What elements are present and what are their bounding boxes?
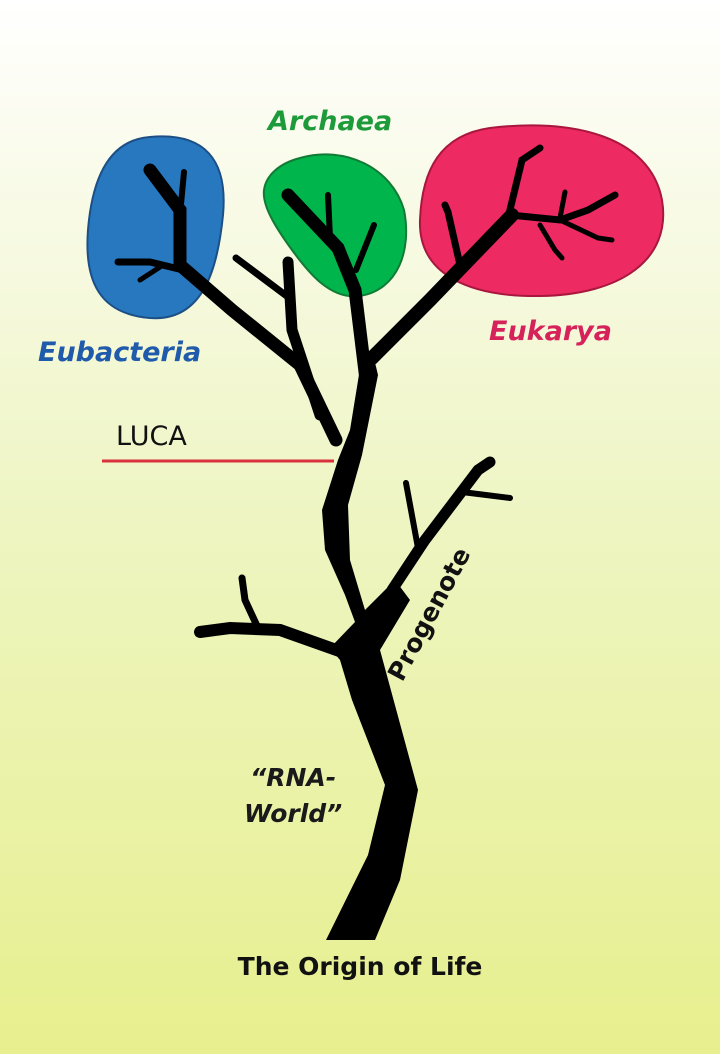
branch-eukarya-twig-6	[441, 201, 464, 269]
branch-progenote-twig-2	[459, 489, 513, 501]
branch-side-stub-twig	[232, 254, 296, 304]
branch-eubacteria-twig-2	[137, 264, 163, 283]
branch-progenote	[386, 456, 496, 596]
tree-trunk	[322, 350, 418, 940]
label-luca: LUCA	[116, 421, 187, 452]
branch-archaea-twig-2	[353, 222, 377, 273]
label-eukarya: Eukarya	[489, 316, 612, 347]
branch-lower-left-twig	[238, 574, 262, 632]
diagram-title: The Origin of Life	[237, 952, 483, 981]
label-archaea: Archaea	[268, 106, 393, 137]
branch-eubacteria-twig-3	[177, 169, 187, 218]
label-rna-world-line2: World”	[244, 799, 343, 828]
branch-eukarya-twig-2	[506, 191, 619, 224]
branch-eukarya	[365, 208, 519, 365]
branch-archaea	[281, 188, 373, 387]
branch-eukarya-twig-4	[537, 222, 565, 261]
branch-eubacteria-twig-1	[114, 258, 187, 274]
branch-eukarya-twig-5	[557, 189, 568, 221]
label-rna-world-line1: “RNA-	[250, 763, 337, 792]
branch-archaea-twig-1	[325, 192, 333, 241]
branch-lower-left	[194, 621, 348, 658]
branch-eukarya-twig-1	[504, 144, 544, 222]
branch-side-stub	[282, 256, 326, 421]
label-eubacteria: Eubacteria	[38, 337, 202, 368]
branch-progenote-twig-1	[403, 480, 421, 551]
label-rna-world: “RNA- World”	[244, 760, 342, 832]
archaea-blob	[262, 153, 408, 298]
branch-eukarya-twig-3	[557, 217, 615, 243]
